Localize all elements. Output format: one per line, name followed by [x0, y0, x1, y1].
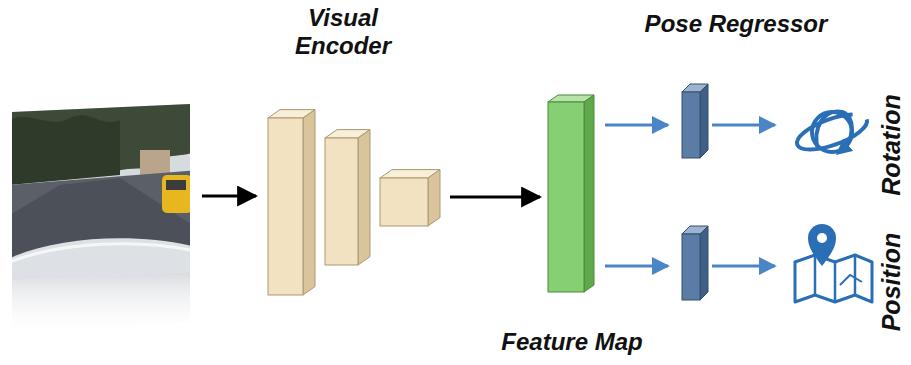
visual-encoder: Visual Encoder	[262, 100, 448, 300]
output-label: Rotation	[878, 94, 906, 195]
regressor-layer	[682, 226, 708, 300]
regressor-layer	[682, 84, 708, 158]
input-arrow	[202, 195, 256, 198]
output-label: Position	[878, 233, 906, 332]
block-heading: Visual Encoder	[268, 4, 418, 59]
layer-block	[262, 100, 448, 300]
map-icon	[795, 224, 872, 302]
output-arrow	[712, 124, 775, 127]
input-photo	[0, 100, 200, 338]
regressor-arrow	[605, 124, 668, 127]
block-heading: Feature Map	[501, 328, 642, 356]
regressor-arrow	[605, 265, 668, 268]
flow-arrow	[450, 196, 540, 199]
output-arrow	[712, 265, 775, 268]
section-title: Pose Regressor	[645, 11, 828, 37]
feature-map: Feature Map	[546, 92, 598, 294]
rotation-icon	[793, 107, 871, 157]
layer-block	[546, 92, 598, 294]
